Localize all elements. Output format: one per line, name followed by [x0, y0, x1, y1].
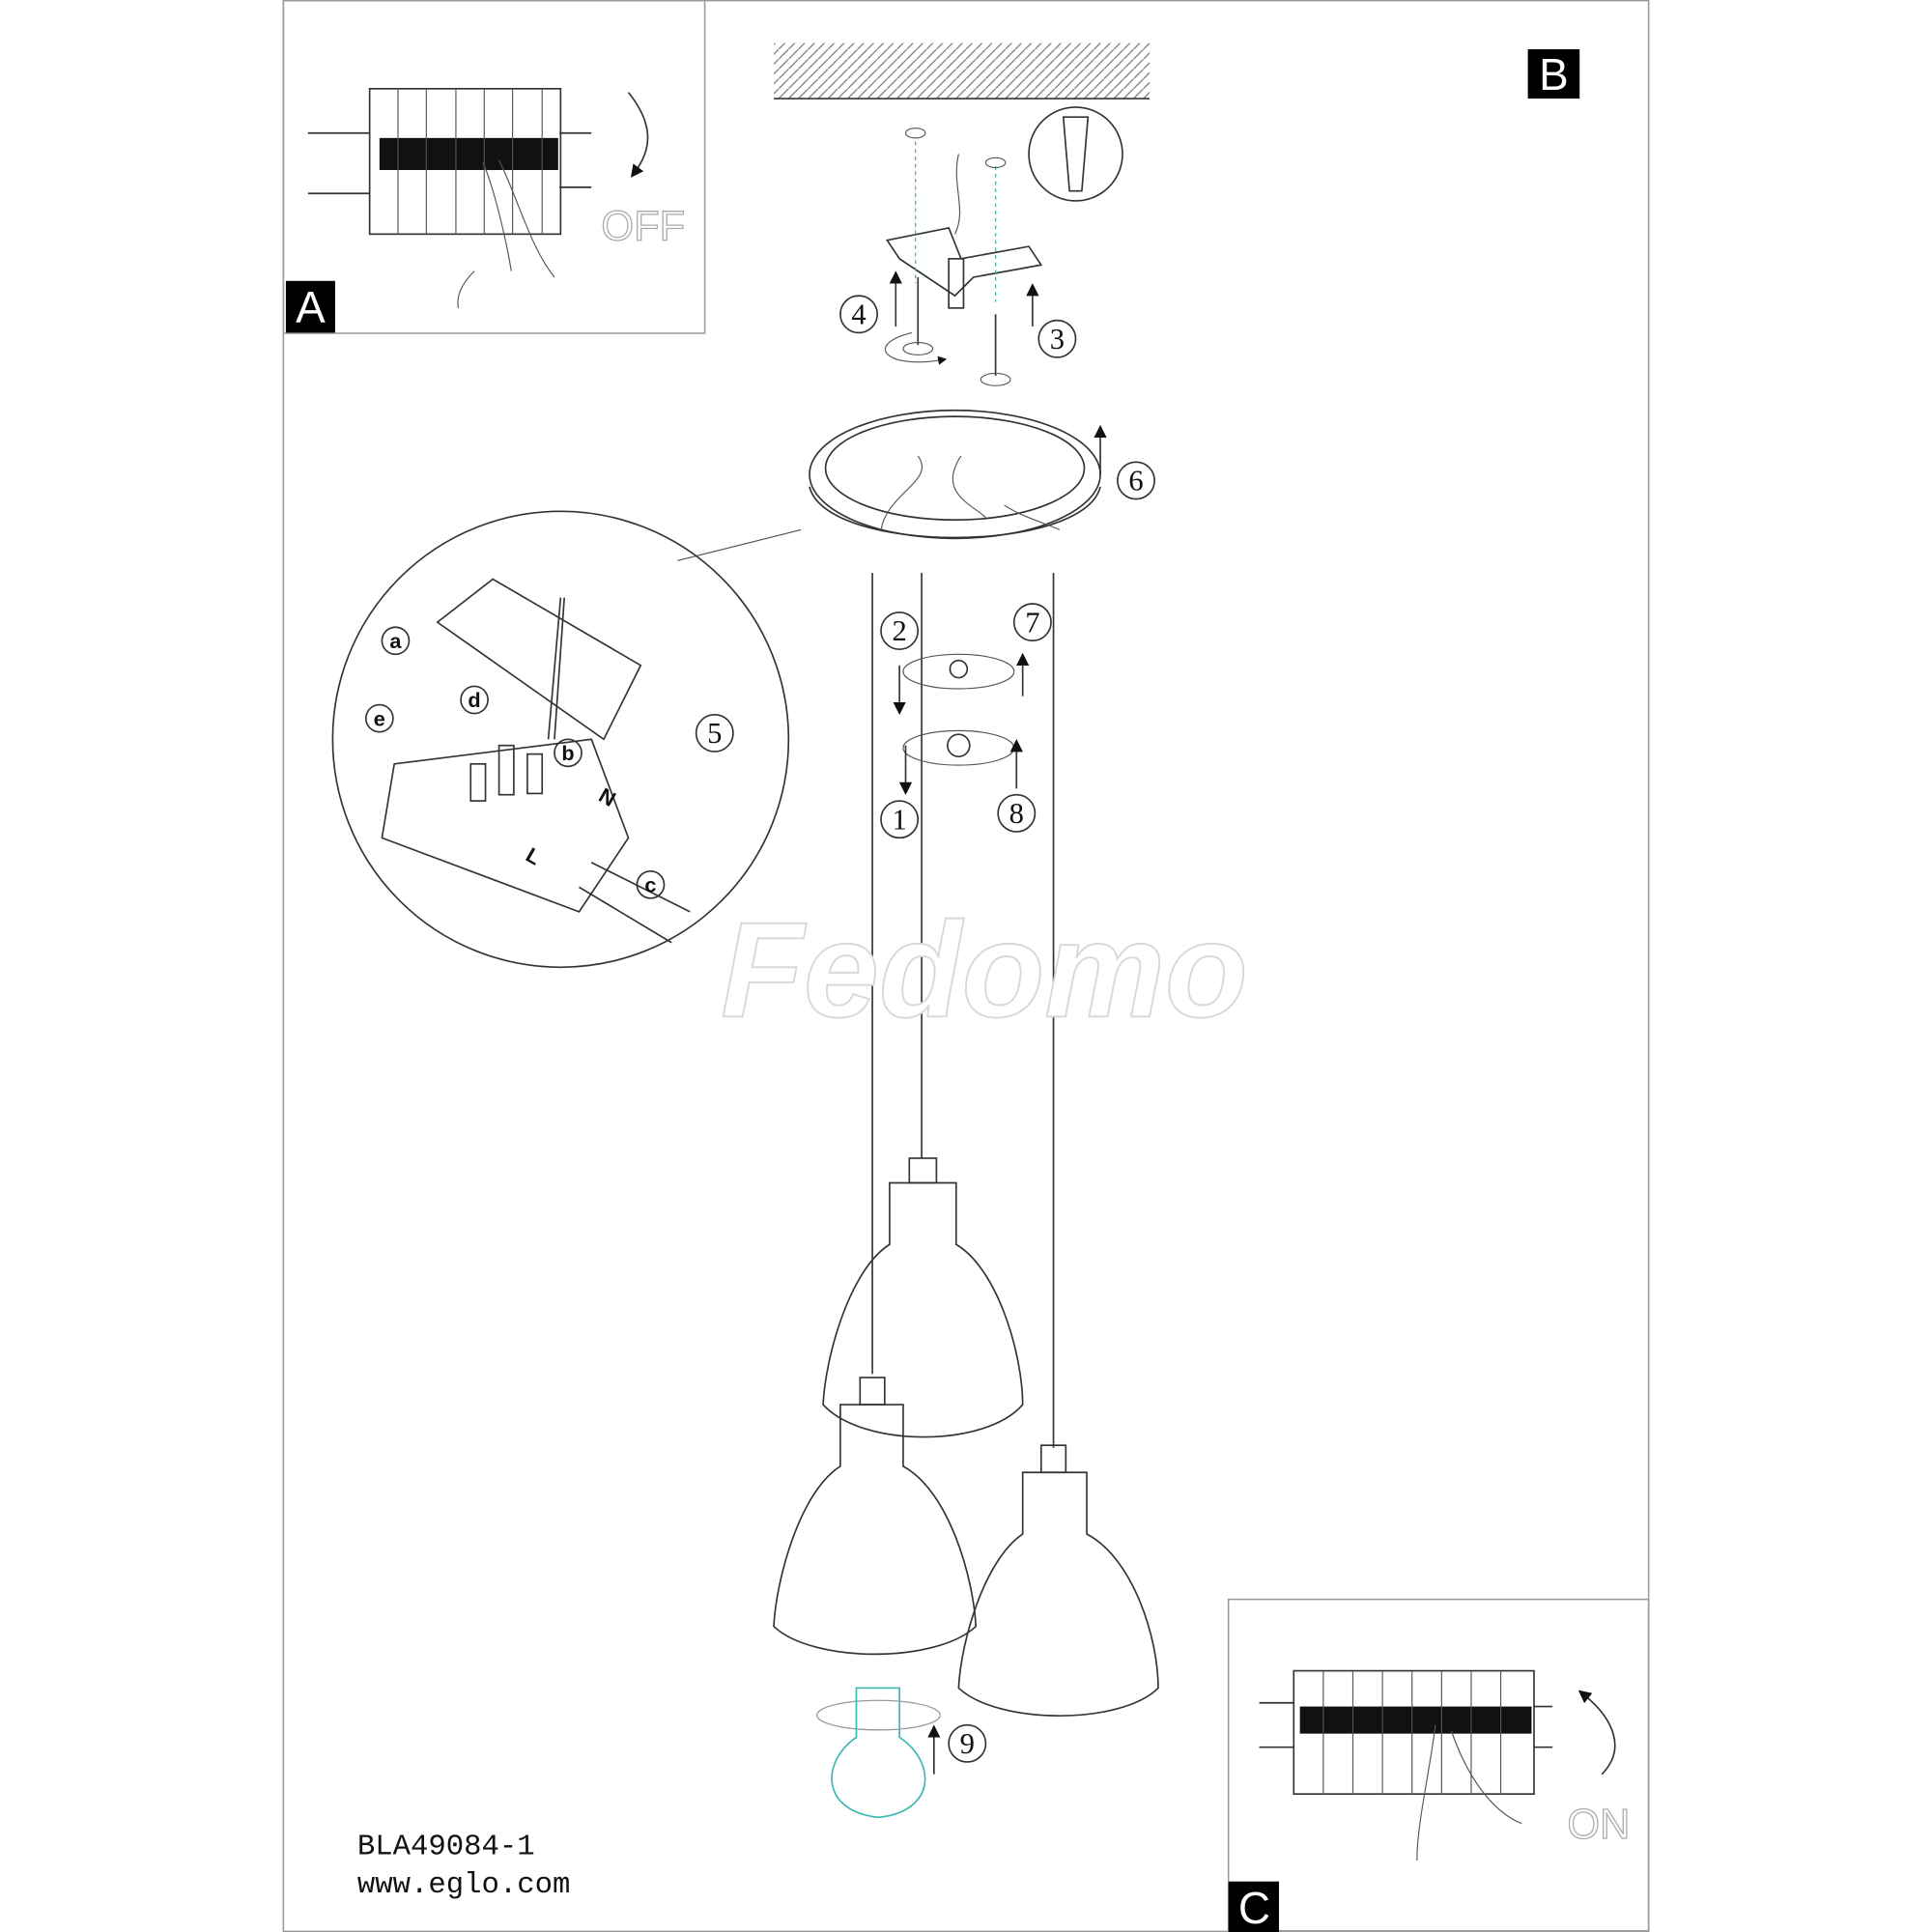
watermark: Fedomo: [721, 894, 1248, 1045]
panel-b-label: B: [1539, 49, 1569, 99]
wall-plug-detail: [1028, 106, 1123, 202]
sub-step-d: d: [468, 688, 480, 712]
step-3: 3: [1050, 323, 1065, 355]
website: www.eglo.com: [357, 1869, 570, 1902]
step-numbers: [695, 295, 1155, 1763]
sub-step-e: e: [374, 706, 385, 730]
sub-step-c: c: [644, 872, 656, 896]
page-border: [282, 0, 1650, 1932]
step-5: 5: [707, 717, 722, 750]
step-1: 1: [892, 803, 906, 836]
live-mark: L: [522, 842, 545, 869]
step-9: 9: [960, 1727, 975, 1760]
lamp-shades: [773, 1157, 1159, 1717]
suspension-cable: [871, 573, 1055, 1448]
panel-c-switch-on: ON C: [1227, 1598, 1650, 1932]
step-6: 6: [1128, 465, 1143, 497]
sub-step-b: b: [561, 741, 574, 765]
hand-icon: [457, 159, 555, 308]
panel-a-label: A: [296, 282, 326, 332]
sub-step-a: a: [389, 629, 402, 653]
ceiling: [774, 43, 1151, 99]
step-7: 7: [1025, 606, 1039, 639]
bulb-icon: [816, 1687, 941, 1819]
step-2: 2: [892, 614, 906, 647]
breaker-panel-icon: [307, 88, 592, 236]
off-label: OFF: [601, 204, 685, 250]
nut-assembly: [893, 652, 1030, 795]
canopy: [809, 409, 1107, 540]
step-4: 4: [851, 298, 866, 330]
arrow-down-icon: [627, 92, 649, 178]
panel-a-switch-off: OFF A: [282, 0, 706, 334]
mounting-bracket: [884, 106, 1123, 386]
panel-c-label: C: [1238, 1883, 1270, 1932]
hand-icon: [1416, 1724, 1522, 1861]
step-8: 8: [1009, 797, 1024, 830]
on-label: ON: [1567, 1802, 1630, 1848]
model-number: BLA49084-1: [357, 1832, 535, 1864]
arrow-up-icon: [1577, 1690, 1616, 1776]
